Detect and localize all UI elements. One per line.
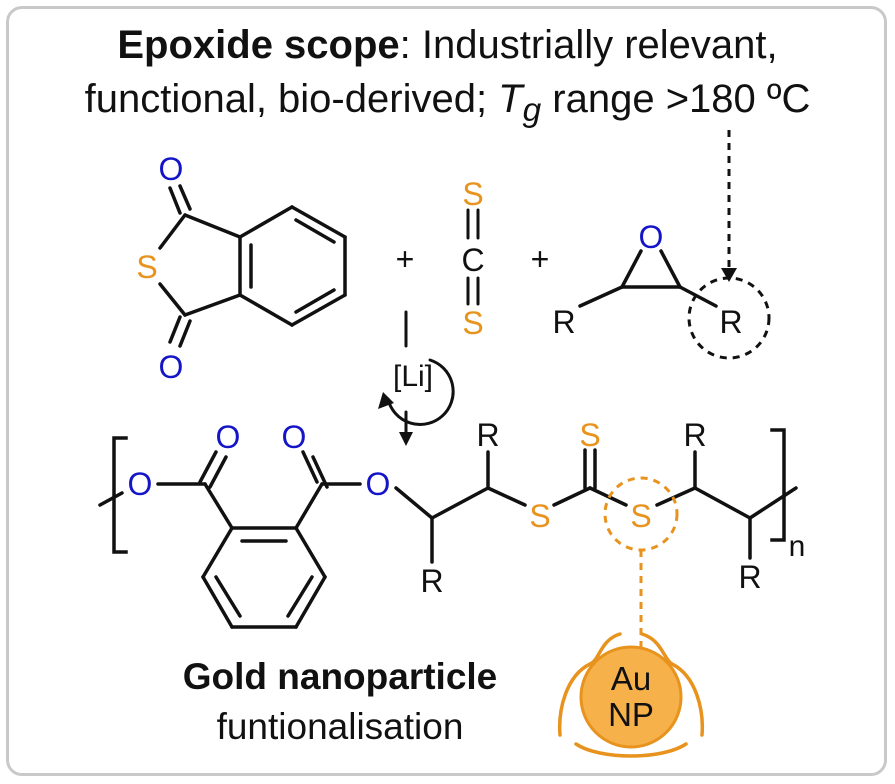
epoxide-r-right: R [719, 304, 742, 340]
figure-frame [6, 6, 887, 776]
repeat-unit-n: n [789, 530, 806, 563]
carbonyl-oxygen-1: O [216, 419, 241, 455]
anhydride-oxygen-bottom: O [159, 349, 184, 385]
header-line2-start: functional, bio-derived; [84, 77, 499, 121]
chain-r-top-right: R [683, 417, 706, 453]
functionalisation-label: funtionalisation [216, 706, 464, 747]
thioether-sulfur: S [529, 498, 550, 534]
gold-nanoparticle [557, 632, 705, 758]
thiocarbonyl-sulfur: S [579, 417, 600, 453]
anhydride-sulfur: S [136, 249, 157, 285]
lithium-catalyst-label: [Li] [393, 360, 433, 393]
ester-oxygen-right: O [366, 466, 391, 502]
catalyst-down-arrowhead [399, 432, 413, 446]
header-line-1: Epoxide scope: Industrially relevant, [0, 18, 895, 72]
header-line-2: functional, bio-derived; Tg range >180 º… [0, 72, 895, 138]
cs2-sulfur-top: S [462, 176, 483, 212]
plus-sign-1: + [396, 241, 415, 277]
catalyst-cycle-arrowhead [378, 392, 394, 409]
ester-oxygen-left: O [128, 466, 153, 502]
scope-arrow-head [721, 268, 737, 282]
phthalic-thioanhydride [158, 184, 347, 348]
header-line2-end: range >180 ºC [541, 77, 811, 121]
nanoparticle-label: NP [608, 696, 654, 733]
gold-nanoparticle-title: Gold nanoparticle [182, 656, 498, 697]
header-line1-rest: : Industrially relevant, [399, 23, 778, 67]
chain-r-top-left: R [476, 417, 499, 453]
anhydride-oxygen-top: O [159, 151, 184, 187]
tg-symbol: T [498, 77, 523, 121]
carbon-disulfide [466, 208, 480, 306]
footer-text: Gold nanoparticle funtionalisation [120, 652, 560, 752]
anchoring-sulfur: S [630, 498, 651, 534]
epoxide-r-left: R [552, 304, 575, 340]
epoxide-oxygen: O [639, 219, 664, 255]
chain-r-bottom-right: R [738, 559, 761, 595]
cs2-sulfur-bottom: S [462, 305, 483, 341]
epoxide [578, 249, 718, 308]
header-text: Epoxide scope: Industrially relevant, fu… [0, 18, 895, 138]
chain-r-bottom-left: R [420, 563, 443, 599]
carbonyl-oxygen-2: O [282, 419, 307, 455]
tg-subscript: g [522, 92, 542, 129]
gold-label: Au [611, 660, 651, 697]
plus-sign-2: + [531, 241, 550, 277]
cs2-carbon: C [461, 242, 484, 278]
polymer-brackets [112, 428, 786, 554]
epoxide-scope-title: Epoxide scope [117, 23, 400, 67]
polymer-backbone [98, 448, 798, 629]
